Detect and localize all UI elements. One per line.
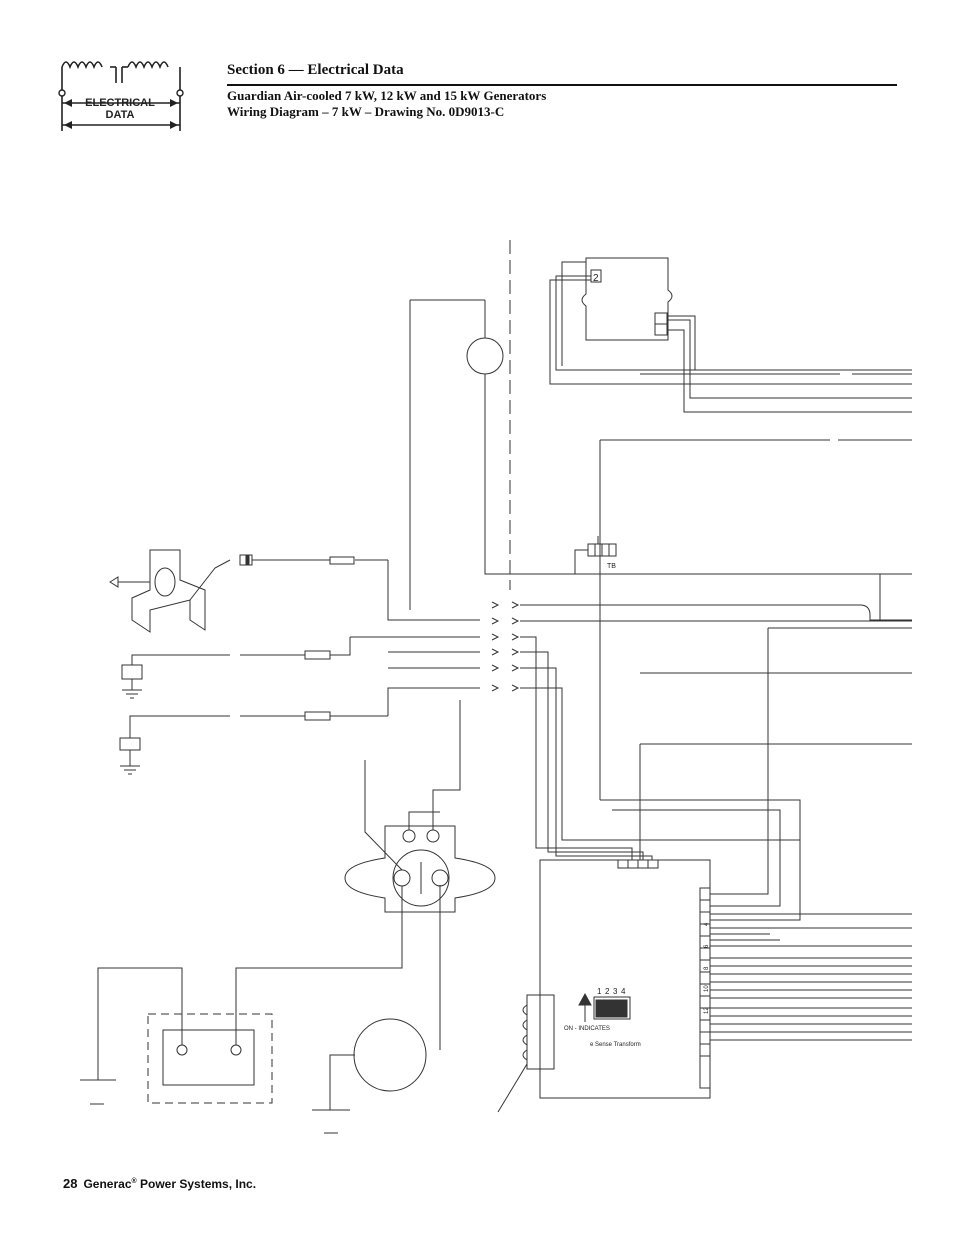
temperature-switch: [119, 737, 141, 751]
control-board: [539, 859, 711, 1099]
battery: [162, 1029, 255, 1086]
company-name: Generac: [83, 1177, 132, 1191]
connector-arrows: [491, 601, 520, 692]
circle-component-top: [466, 337, 504, 375]
terminal-number-12: 12: [704, 1007, 710, 1014]
carburetor-assembly: [131, 549, 206, 633]
board-plug: [526, 994, 555, 1070]
logo-text-line2: DATA: [105, 109, 135, 121]
coil-left-icon: [61, 61, 103, 70]
control-module-box: [581, 257, 673, 341]
inline-connector-1: [329, 556, 355, 565]
battery-enclosure-dashed: [147, 1013, 273, 1104]
starter-motor: [353, 1018, 427, 1092]
terminal-number-8: 8: [704, 966, 710, 970]
page-footer: 28 Generac® Power Systems, Inc.: [63, 1176, 256, 1191]
dip-number-2: 2: [605, 987, 610, 996]
electrical-data-logo: [58, 61, 184, 131]
module-terminal-label: 2: [593, 273, 599, 284]
dip-number-4: 4: [621, 987, 626, 996]
dip-number-1: 1: [597, 987, 602, 996]
section-title: Section 6 — Electrical Data: [227, 62, 404, 78]
logo-text-line1: ELECTRICAL: [85, 97, 155, 109]
coil-right-icon: [127, 61, 169, 70]
terminal-number-6: 6: [704, 944, 710, 948]
company-suffix: Power Systems, Inc.: [136, 1177, 257, 1191]
up-arrow-icon: [578, 992, 592, 1006]
tb-label: TB: [607, 563, 616, 570]
dip-switch: [593, 996, 631, 1020]
transformer-label: e Sense Transform: [590, 1042, 641, 1048]
terminal-number-10: 10: [704, 985, 710, 992]
starter-contactor: [344, 825, 496, 913]
header-rule: [227, 84, 897, 86]
dip-number-3: 3: [613, 987, 618, 996]
subtitle-line-1: Guardian Air-cooled 7 kW, 12 kW and 15 k…: [227, 88, 547, 103]
subtitle-line-2: Wiring Diagram – 7 kW – Drawing No. 0D90…: [227, 104, 505, 119]
dip-caption: ON - INDICATES: [564, 1026, 610, 1032]
page-number: 28: [63, 1176, 78, 1191]
terminal-number-4: 4: [704, 922, 710, 926]
registered-mark: ®: [131, 1178, 137, 1185]
oil-pressure-switch: [121, 664, 143, 680]
